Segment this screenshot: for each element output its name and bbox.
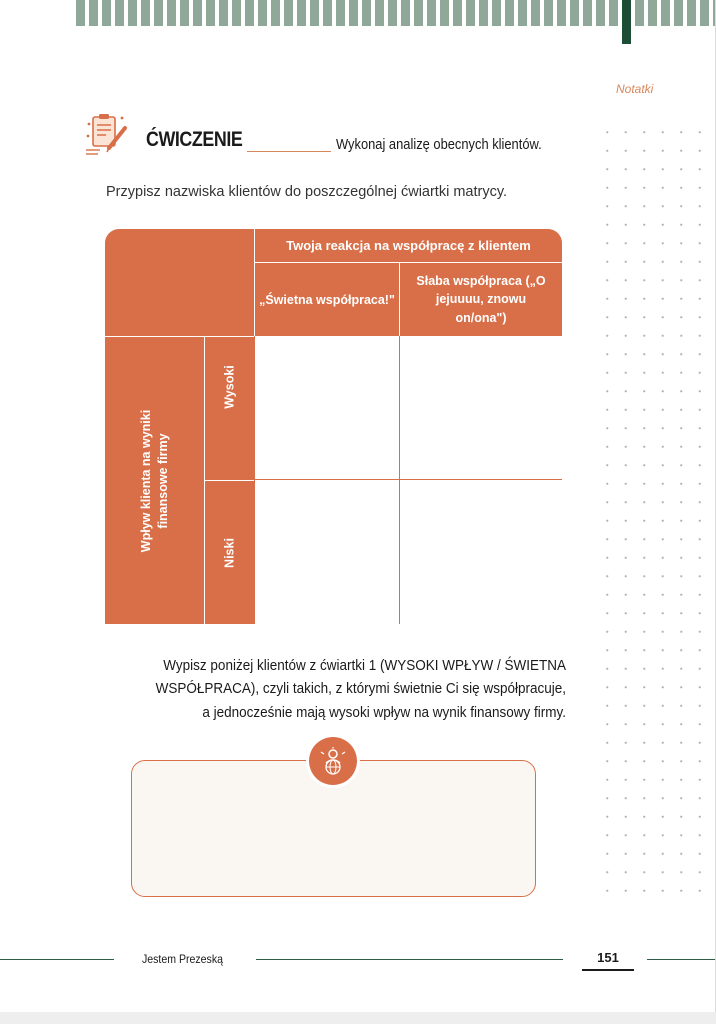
footer-rule: [0, 959, 114, 960]
side-header-label: Wpływ klienta na wyniki finansowe firmy: [138, 409, 170, 552]
matrix-top-header: Twoja reakcja na współpracę z klientem: [254, 229, 562, 263]
notes-dot-grid[interactable]: [598, 123, 710, 893]
matrix-col-great: „Świetna współpraca!": [254, 263, 399, 336]
matrix-side-header: Wpływ klienta na wyniki finansowe firmy: [105, 336, 204, 624]
title-underline: [247, 151, 331, 152]
instruction-line: a jednocześnie mają wysoki wpływ na wyni…: [202, 703, 566, 721]
matrix-corner: [105, 229, 254, 336]
clipboard-pencil-icon: [84, 110, 134, 160]
matrix-row-low: Niski: [204, 480, 254, 624]
top-ribbon: [76, 0, 715, 44]
client-matrix: Twoja reakcja na współpracę z klientem „…: [105, 229, 562, 624]
quadrant-high-great[interactable]: [254, 336, 399, 480]
businessperson-globe-icon: [309, 737, 357, 785]
footer-rule: [647, 959, 715, 960]
instruction-line: WSPÓŁPRACA), czyli takich, z którymi świ…: [155, 680, 567, 698]
viewer-bottom-strip: [0, 1012, 716, 1024]
row-high-label: Wysoki: [222, 365, 237, 409]
notes-label: Notatki: [616, 82, 654, 96]
footer-book-title: Jestem Prezeską: [142, 952, 224, 966]
exercise-title: ĆWICZENIE: [146, 128, 243, 151]
quadrant-high-poor[interactable]: [399, 336, 562, 480]
page-number: 151: [582, 950, 634, 971]
exercise-intro: Przypisz nazwiska klientów do poszczegól…: [106, 184, 508, 200]
instruction-line: Wypisz poniżej klientów z ćwiartki 1 (WY…: [163, 657, 567, 674]
exercise-description: Wykonaj analizę obecnych klientów.: [336, 136, 542, 153]
matrix-row-high: Wysoki: [204, 336, 254, 480]
row-low-label: Niski: [222, 537, 237, 568]
matrix-col-poor: Słaba współpraca („O jejuuuu, znowu on/o…: [399, 263, 562, 336]
quadrant-low-poor[interactable]: [399, 480, 562, 624]
quadrant-low-great[interactable]: [254, 480, 399, 624]
footer-rule: [256, 959, 563, 960]
quadrant-instructions: Wypisz poniżej klientów z ćwiartki 1 (WY…: [96, 654, 566, 724]
